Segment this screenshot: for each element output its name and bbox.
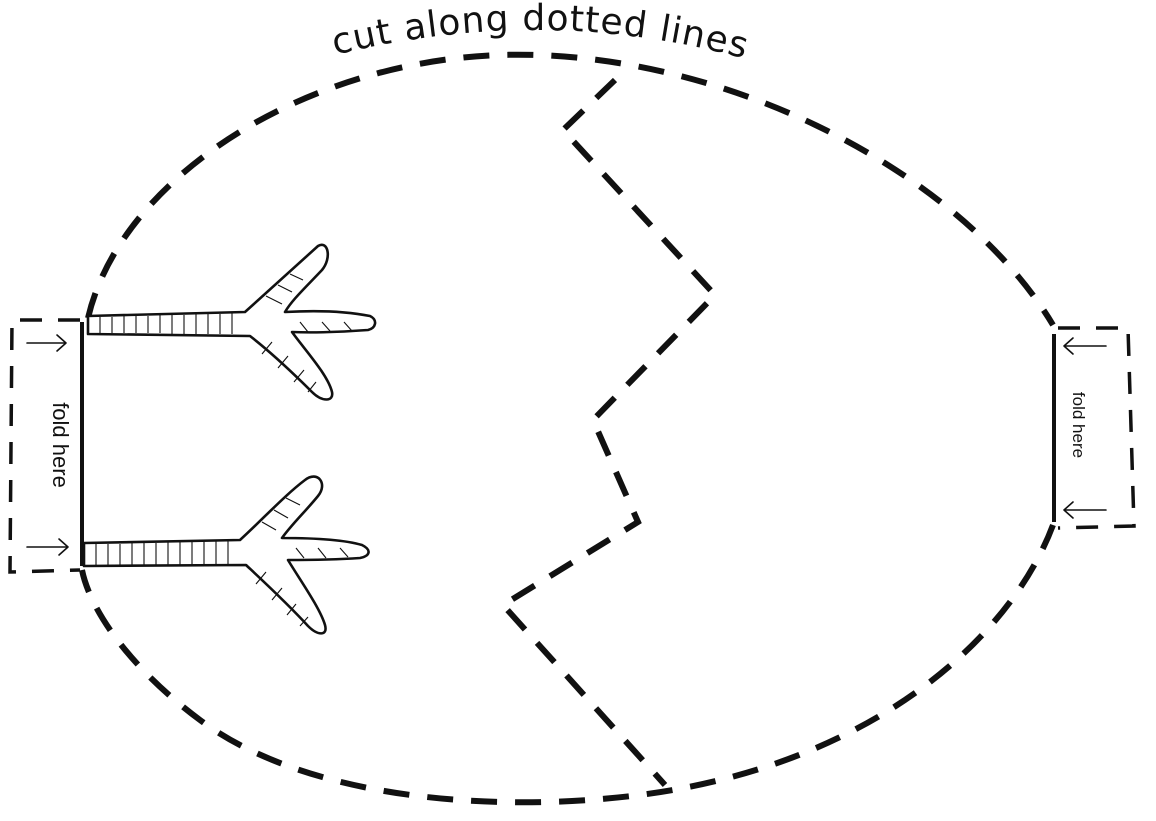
left-fold-label: fold here: [48, 402, 73, 488]
left-bottom-arrow-icon: [27, 539, 68, 555]
left-top-arrow-icon: [27, 335, 66, 351]
outer-cut-line: [82, 55, 1053, 803]
right-bottom-arrow-icon: [1064, 502, 1106, 518]
bird-leg-top: [88, 245, 375, 400]
bird-leg-bottom: [84, 477, 369, 634]
right-top-arrow-icon: [1064, 338, 1106, 354]
zigzag-cut-line: [503, 80, 715, 785]
right-fold-label: fold here: [1069, 392, 1088, 458]
instruction-title: cut along dotted lines: [328, 0, 754, 67]
